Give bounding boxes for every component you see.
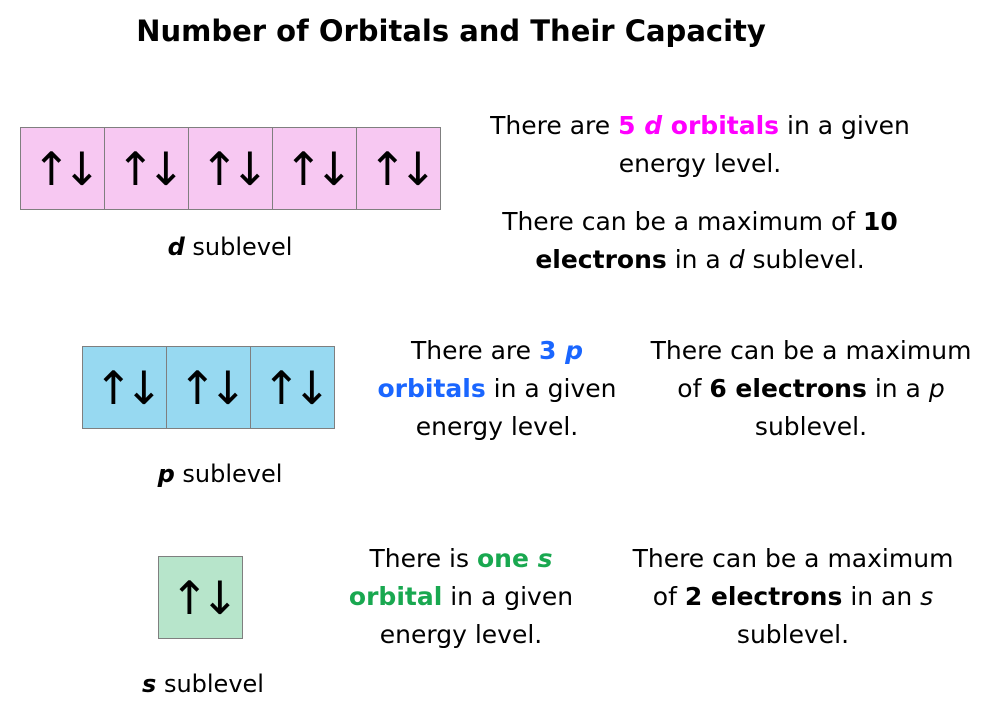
up-down-arrow-icon: ↑↓ — [261, 360, 331, 415]
p-capacity-text: There can be a maximum of 6 electrons in… — [650, 336, 972, 441]
d-orbital-box: ↑↓ — [188, 127, 273, 210]
s-orbital-boxes: ↑↓ — [158, 556, 243, 639]
d-orbital-box: ↑↓ — [104, 127, 189, 210]
page-title: Number of Orbitals and Their Capacity — [136, 14, 766, 48]
s-capacity-text: There can be a maximum of 2 electrons in… — [632, 544, 954, 649]
p-sublevel-label: p sublevel — [157, 460, 283, 488]
s-orbitals-text: There is one s orbital in a given energy… — [348, 544, 574, 649]
d-sublevel-label: d sublevel — [167, 233, 293, 261]
up-down-arrow-icon: ↑↓ — [199, 141, 269, 196]
d-orbital-box: ↑↓ — [20, 127, 105, 210]
p-orbital-box: ↑↓ — [166, 346, 251, 429]
up-down-arrow-icon: ↑↓ — [169, 570, 239, 625]
d-orbital-boxes: ↑↓ ↑↓ ↑↓ ↑↓ ↑↓ — [20, 127, 441, 210]
p-orbital-boxes: ↑↓ ↑↓ ↑↓ — [82, 346, 335, 429]
d-orbital-box: ↑↓ — [272, 127, 357, 210]
up-down-arrow-icon: ↑↓ — [31, 141, 101, 196]
up-down-arrow-icon: ↑↓ — [93, 360, 163, 415]
up-down-arrow-icon: ↑↓ — [115, 141, 185, 196]
d-capacity-text: There can be a maximum of 10 electrons i… — [502, 207, 898, 274]
s-orbital-box: ↑↓ — [158, 556, 243, 639]
s-sublevel-label: s sublevel — [142, 670, 264, 698]
d-orbital-box: ↑↓ — [356, 127, 441, 210]
up-down-arrow-icon: ↑↓ — [283, 141, 353, 196]
p-orbital-box: ↑↓ — [250, 346, 335, 429]
up-down-arrow-icon: ↑↓ — [177, 360, 247, 415]
p-orbitals-text: There are 3 p orbitals in a given energy… — [377, 336, 617, 441]
p-orbital-box: ↑↓ — [82, 346, 167, 429]
up-down-arrow-icon: ↑↓ — [367, 141, 437, 196]
d-orbitals-text: There are 5 d orbitals in a given energy… — [490, 111, 910, 178]
